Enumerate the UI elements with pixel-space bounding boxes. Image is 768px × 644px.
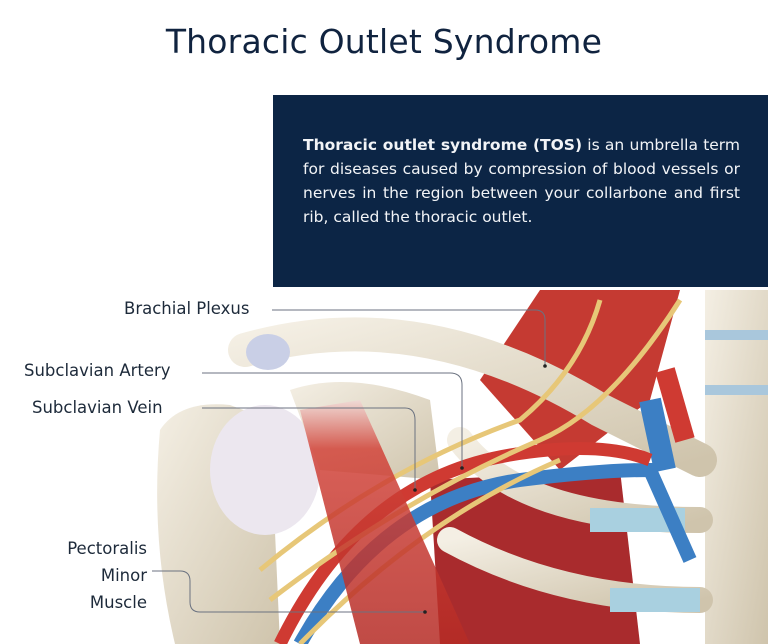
label-subclavian-vein: Subclavian Vein xyxy=(32,398,163,417)
label-pectoralis-minor: Pectoralis Minor Muscle xyxy=(30,535,147,616)
label-brachial-plexus: Brachial Plexus xyxy=(124,299,250,318)
info-term: Thoracic outlet syndrome (TOS) xyxy=(303,136,583,154)
leader-dots xyxy=(413,364,547,614)
label-pectoralis-line3: Muscle xyxy=(89,593,147,612)
info-definition: is an umbrella term for diseases caused … xyxy=(303,136,741,226)
subclavian-artery-shape xyxy=(274,442,653,644)
page-title: Thoracic Outlet Syndrome xyxy=(165,22,603,61)
info-box: Thoracic outlet syndrome (TOS) is an umb… xyxy=(273,95,768,287)
carotid-artery xyxy=(655,367,695,443)
spine xyxy=(705,290,768,644)
label-subclavian-artery: Subclavian Artery xyxy=(24,361,171,380)
leader-lines xyxy=(152,309,546,613)
humerus xyxy=(157,404,320,644)
label-pectoralis-line1: Pectoralis xyxy=(67,539,147,558)
jugular-vein xyxy=(639,397,676,473)
info-text: Thoracic outlet syndrome (TOS) is an umb… xyxy=(303,133,740,229)
pectoralis-minor-shape xyxy=(300,400,470,644)
acromion-cartilage xyxy=(246,334,290,370)
label-pectoralis-line2: Minor xyxy=(100,566,147,585)
